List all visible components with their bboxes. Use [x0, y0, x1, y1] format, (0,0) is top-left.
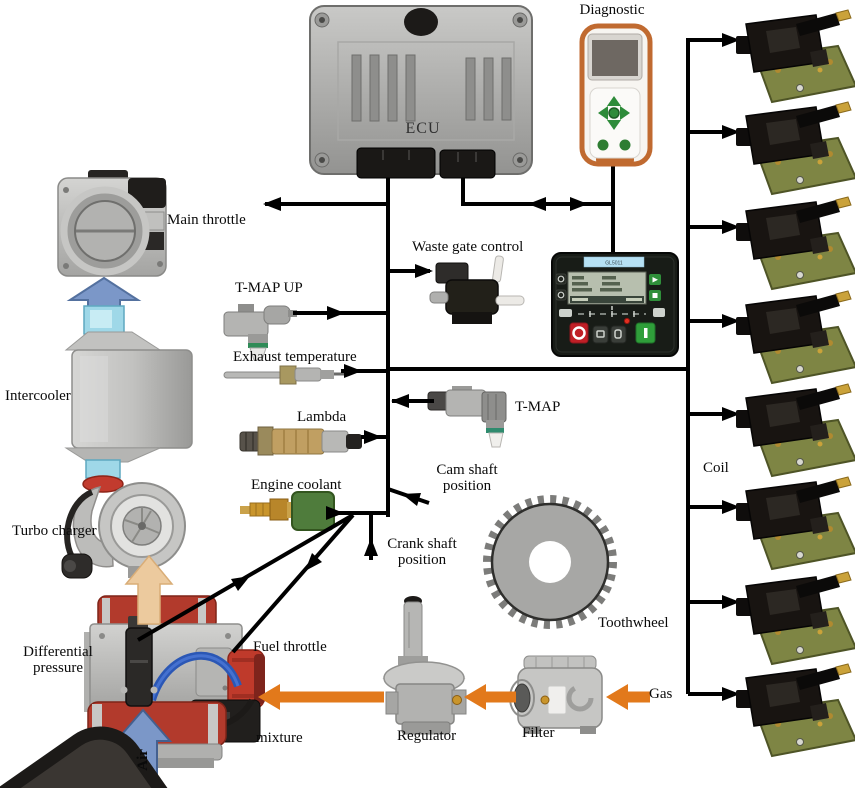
flow-arrow-filter-to-regulator [464, 684, 516, 710]
diagnostic-tool [579, 23, 653, 167]
label-filter: Filter [522, 725, 555, 741]
flow-arrow-regulator-to-mixer [258, 684, 384, 710]
ignition-coil-8 [735, 663, 855, 757]
label-ecu: ECU [405, 120, 441, 137]
wire-arrowheads [231, 33, 740, 701]
label-diagnostic: Diagnostic [579, 2, 645, 18]
label-main-throttle: Main throttle [167, 212, 246, 228]
label-toothwheel: Toothwheel [598, 615, 669, 631]
gas-flow-arrows [258, 684, 650, 710]
intercooler-unit [64, 276, 193, 493]
label-lambda: Lambda [297, 409, 347, 425]
ignition-coil-7 [735, 571, 855, 665]
ignition-coil-5 [735, 383, 855, 477]
exhaust-temperature-sensor [223, 365, 350, 385]
engine-icon [653, 308, 665, 317]
wire-fuel-throttle [231, 513, 355, 654]
main-throttle-body [57, 170, 167, 277]
panel-mode-button-1 [592, 325, 609, 344]
label-turbo-charger: Turbo charger [12, 523, 97, 539]
waste-gate-valve [429, 255, 525, 324]
panel-mode-button-2 [610, 325, 627, 344]
ignition-coil-3 [735, 196, 855, 290]
label-gas: Gas [649, 686, 673, 702]
ignition-coil-2 [735, 101, 855, 195]
label-waste-gate-control: Waste gate control [412, 239, 524, 255]
label-t-map-up: T-MAP UP [235, 280, 303, 296]
ecu-connector-right [439, 149, 496, 179]
label-crank-shaft-position: Crank shaft position [387, 536, 457, 568]
boost-air-arrow [124, 554, 174, 625]
label-mixture: mixture [256, 730, 303, 746]
panel-alarm-led [623, 317, 631, 325]
label-intercooler: Intercooler [5, 388, 71, 404]
diagnostic-dpad [598, 96, 630, 130]
gas-regulator-unit [382, 596, 467, 735]
t-map-up-sensor [223, 304, 297, 361]
diagnostic-button-right [619, 139, 631, 151]
panel-lcd-button-1 [555, 273, 567, 285]
ignition-coil-4 [735, 290, 855, 384]
label-fuel-throttle: Fuel throttle [253, 639, 327, 655]
t-map-sensor [427, 386, 507, 448]
label-cam-shaft-position: Cam shaft position [436, 462, 498, 494]
toothwheel-gear [483, 495, 617, 629]
panel-lcd-button-2 [555, 289, 567, 301]
flow-arrow-gas-to-filter [606, 684, 650, 710]
panel-header-strip [583, 256, 645, 268]
engine-coolant-sensor [240, 491, 335, 531]
ecu-unit [309, 5, 533, 179]
turbo-charger-unit [61, 482, 186, 579]
diagnostic-screen [592, 40, 638, 76]
label-coil: Coil [703, 460, 729, 476]
label-differential-pressure: Differential pressure [23, 644, 93, 676]
control-panel: GL5011 [551, 252, 679, 357]
ecu-connector-left [356, 147, 436, 179]
gas-filter-unit [509, 655, 603, 734]
label-exhaust-temperature: Exhaust temperature [233, 349, 357, 365]
label-engine-coolant: Engine coolant [251, 477, 342, 493]
label-air: Air [135, 749, 152, 771]
ignition-coils [735, 9, 855, 757]
label-t-map: T-MAP [515, 399, 561, 415]
mains-icon [559, 309, 572, 317]
label-regulator: Regulator [397, 728, 457, 744]
diagnostic-button-left [597, 139, 609, 151]
ignition-coil-1 [735, 9, 855, 103]
ignition-coil-6 [735, 476, 855, 570]
panel-header-text: GL5011 [605, 261, 623, 267]
lambda-sensor [239, 426, 362, 456]
